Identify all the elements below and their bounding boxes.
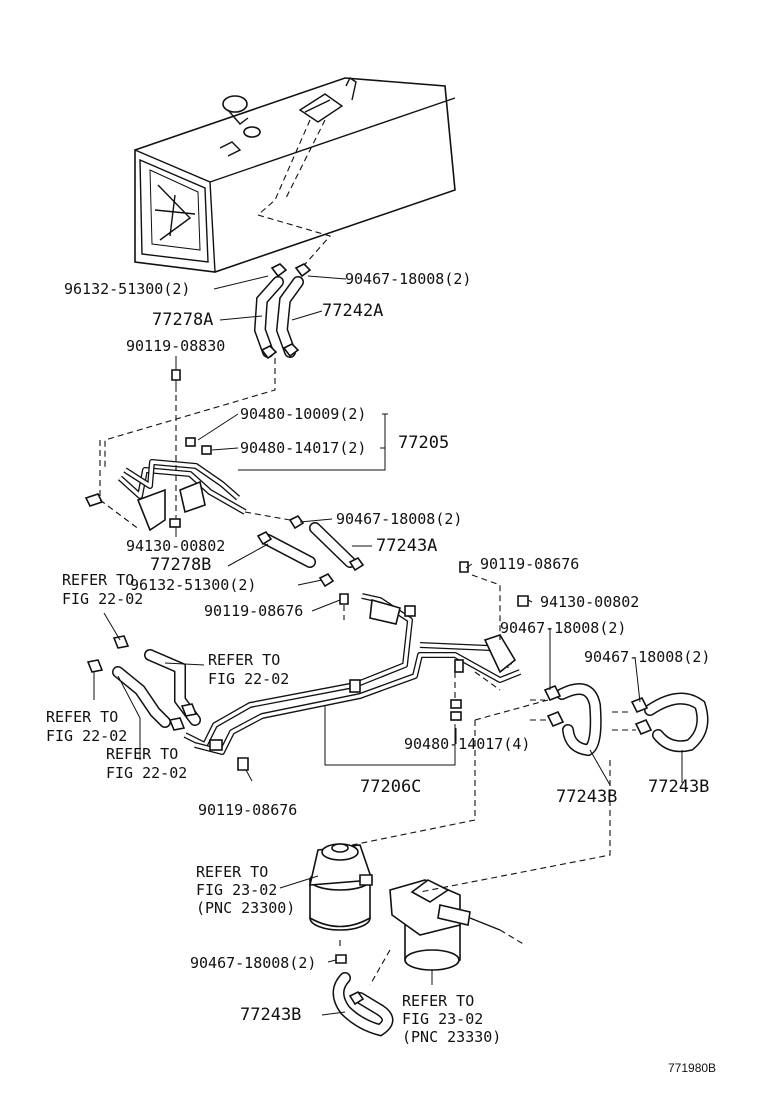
label-94130-right: 94130-00802 — [540, 593, 639, 611]
right-hoses — [474, 683, 709, 757]
label-96132-mid: 96132-51300(2) — [130, 576, 256, 594]
label-90119-08676-a: 90119-08676 — [204, 602, 303, 620]
refer-notes: REFER TO FIG 22-02 REFER TO FIG 22-02 RE… — [46, 571, 501, 1046]
label-90467-bottom: 90467-18008(2) — [190, 954, 316, 972]
refer-note-4-line-2: FIG 22-02 — [106, 764, 187, 782]
refer-note-1-line-1: REFER TO — [62, 571, 134, 589]
label-77243b-3: 77243B — [240, 1005, 301, 1025]
left-hoses — [86, 635, 201, 731]
refer-note-3-line-2: FIG 22-02 — [46, 727, 127, 745]
refer-note-5-line-1: REFER TO — [196, 863, 268, 881]
refer-note-3-line-1: REFER TO — [46, 708, 118, 726]
refer-note-4-line-1: REFER TO — [106, 745, 178, 763]
label-90119-08676-c: 90119-08676 — [480, 555, 579, 573]
part-labels: 96132-51300(2) 90467-18008(2) 77278A 772… — [64, 270, 710, 1025]
label-90480-14017-2: 90480-14017(2) — [240, 439, 366, 457]
refer-note-6-line-3: (PNC 23330) — [402, 1028, 501, 1046]
label-96132-top: 96132-51300(2) — [64, 280, 190, 298]
leader-lines — [93, 275, 683, 1016]
refer-note-1-line-2: FIG 22-02 — [62, 590, 143, 608]
label-90119-08830: 90119-08830 — [126, 337, 225, 355]
label-90467-top: 90467-18008(2) — [345, 270, 471, 288]
refer-note-5-line-3: (PNC 23300) — [196, 899, 295, 917]
fuel-tank — [134, 76, 456, 273]
label-90467-right2: 90467-18008(2) — [584, 648, 710, 666]
refer-note-6-line-2: FIG 23-02 — [402, 1010, 483, 1028]
refer-note-2-line-1: REFER TO — [208, 651, 280, 669]
label-90467-right1: 90467-18008(2) — [500, 619, 626, 637]
upper-pipe-assembly — [84, 369, 247, 532]
mid-hoses — [244, 511, 365, 588]
figure-id: 771980B — [668, 1061, 716, 1075]
label-90467-mid: 90467-18008(2) — [336, 510, 462, 528]
label-77243b-2: 77243B — [648, 777, 709, 797]
label-94130-left: 94130-00802 — [126, 537, 225, 555]
label-90119-08676-b: 90119-08676 — [198, 801, 297, 819]
label-77278b: 77278B — [150, 555, 211, 575]
fuel-filter-23330 — [389, 760, 611, 971]
refer-note-6-line-1: REFER TO — [402, 992, 474, 1010]
refer-note-2-line-2: FIG 22-02 — [208, 670, 289, 688]
label-77205: 77205 — [398, 433, 449, 453]
main-pipe-assembly — [183, 561, 529, 771]
upper-hoses — [104, 263, 312, 470]
label-77242a: 77242A — [322, 301, 383, 321]
label-77206c: 77206C — [360, 777, 421, 797]
label-90480-14017-4: 90480-14017(4) — [404, 735, 530, 753]
label-77243a: 77243A — [376, 536, 437, 556]
refer-note-5-line-2: FIG 23-02 — [196, 881, 277, 899]
label-77278a: 77278A — [152, 310, 213, 330]
bottom-hose — [332, 949, 394, 1037]
label-90480-10009: 90480-10009(2) — [240, 405, 366, 423]
label-77243b-1: 77243B — [556, 787, 617, 807]
fuel-filter-23300 — [308, 720, 476, 964]
